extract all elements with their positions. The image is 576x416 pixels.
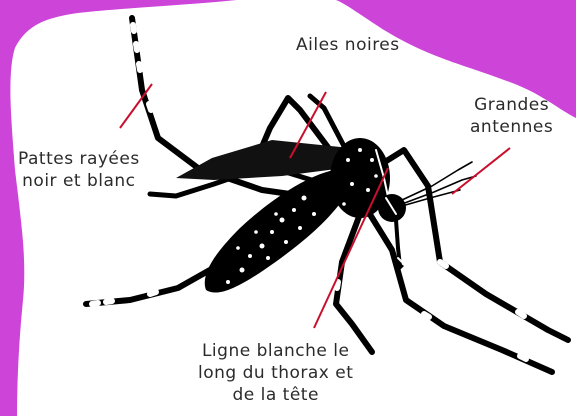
pointer-antennae — [452, 148, 510, 194]
label-legs-line-1: Pattes rayées — [18, 148, 140, 170]
label-thorax-line-3: de la tête — [198, 384, 353, 406]
label-legs: Pattes rayées noir et blanc — [18, 148, 140, 192]
label-thorax-line-2: long du thorax et — [198, 362, 353, 384]
label-antennae: Grandes antennes — [470, 94, 553, 138]
leg-front-lower — [336, 214, 372, 352]
label-thorax: Ligne blanche le long du thorax et de la… — [198, 340, 353, 406]
leg-upper-b — [310, 96, 346, 150]
label-legs-line-2: noir et blanc — [18, 170, 140, 192]
leg-mid-right — [366, 208, 552, 372]
label-wings: Ailes noires — [296, 34, 400, 56]
label-antennae-line-2: antennes — [470, 116, 553, 138]
label-wings-line-1: Ailes noires — [296, 34, 400, 56]
abdomen — [205, 170, 344, 293]
leg-front-lower-stripes — [337, 282, 338, 288]
label-antennae-line-1: Grandes — [470, 94, 553, 116]
label-thorax-line-1: Ligne blanche le — [198, 340, 353, 362]
